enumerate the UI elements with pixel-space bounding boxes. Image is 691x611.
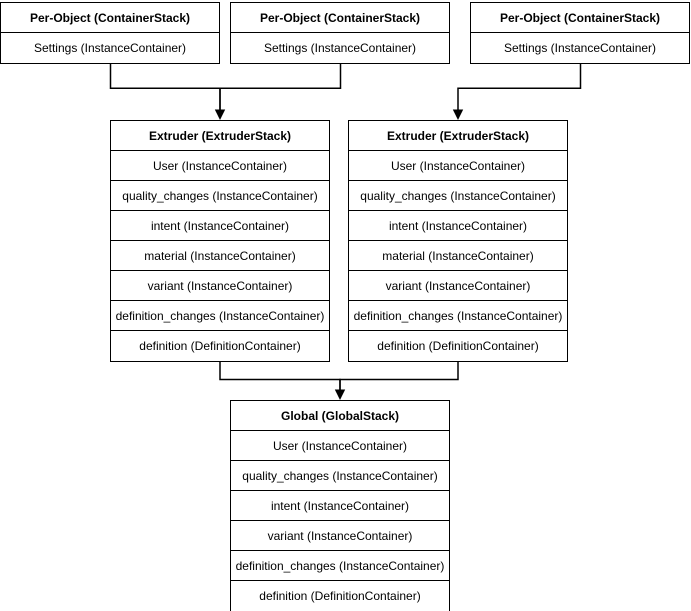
node-title: Extruder (ExtruderStack) — [349, 121, 567, 151]
container-row: variant (InstanceContainer) — [231, 521, 449, 551]
container-row: definition_changes (InstanceContainer) — [349, 301, 567, 331]
edge-per-object-1-to-extruder-1 — [109, 56, 221, 110]
container-row: Settings (InstanceContainer) — [503, 41, 657, 55]
container-row: definition (DefinitionContainer) — [377, 339, 539, 353]
container-row: intent (InstanceContainer) — [349, 211, 567, 241]
node-per-object-3: Per-Object (ContainerStack) Settings (In… — [470, 2, 690, 64]
container-row: Settings (InstanceContainer) — [33, 41, 187, 55]
node-per-object-1: Per-Object (ContainerStack) Settings (In… — [0, 2, 220, 64]
edge-arrowhead — [214, 109, 226, 120]
node-per-object-2: Per-Object (ContainerStack) Settings (In… — [230, 2, 450, 64]
node-title: Per-Object (ContainerStack) — [231, 3, 449, 33]
edge-extruder-2-to-global — [339, 356, 459, 390]
container-row: material (InstanceContainer) — [349, 241, 567, 271]
node-extruder-1: Extruder (ExtruderStack) User (InstanceC… — [110, 120, 330, 362]
container-row: User (InstanceContainer) — [349, 151, 567, 181]
node-global: Global (GlobalStack) User (InstanceConta… — [230, 400, 450, 611]
container-row: quality_changes (InstanceContainer) — [111, 181, 329, 211]
container-row: intent (InstanceContainer) — [111, 211, 329, 241]
node-title: Extruder (ExtruderStack) — [111, 121, 329, 151]
container-row: definition (DefinitionContainer) — [259, 589, 421, 603]
container-row: definition_changes (InstanceContainer) — [111, 301, 329, 331]
container-row: Settings (InstanceContainer) — [263, 41, 417, 55]
container-row: variant (InstanceContainer) — [111, 271, 329, 301]
node-title: Per-Object (ContainerStack) — [1, 3, 219, 33]
node-title: Global (GlobalStack) — [231, 401, 449, 431]
container-row: material (InstanceContainer) — [111, 241, 329, 271]
container-row: definition_changes (InstanceContainer) — [231, 551, 449, 581]
edge-arrowhead — [452, 109, 464, 120]
container-row: quality_changes (InstanceContainer) — [349, 181, 567, 211]
edge-per-object-2-to-extruder-1 — [219, 56, 342, 110]
container-row: intent (InstanceContainer) — [231, 491, 449, 521]
node-extruder-2: Extruder (ExtruderStack) User (InstanceC… — [348, 120, 568, 362]
container-row: quality_changes (InstanceContainer) — [231, 461, 449, 491]
container-row: User (InstanceContainer) — [231, 431, 449, 461]
node-title: Per-Object (ContainerStack) — [471, 3, 689, 33]
edge-per-object-3-to-extruder-2 — [457, 56, 582, 110]
container-row: variant (InstanceContainer) — [349, 271, 567, 301]
edge-arrowhead — [334, 389, 346, 400]
container-row: User (InstanceContainer) — [111, 151, 329, 181]
container-row: definition (DefinitionContainer) — [139, 339, 301, 353]
